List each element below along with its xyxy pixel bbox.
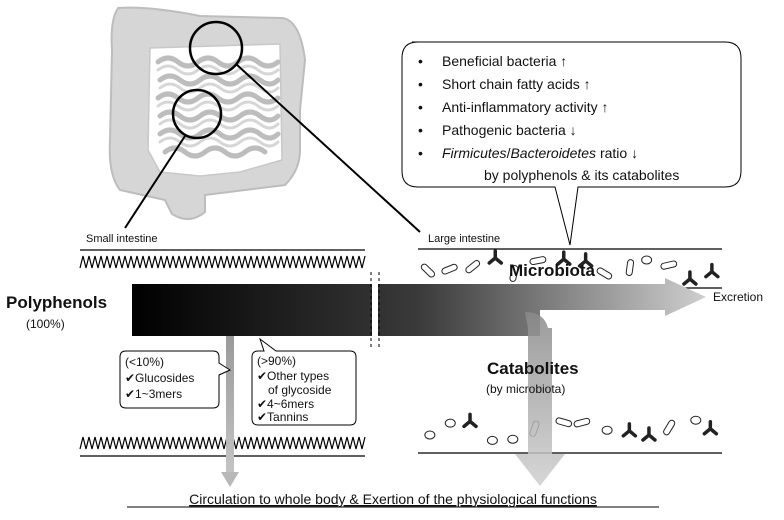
absorbed-item: ✔1~3mers <box>125 387 182 401</box>
excretion-label: Excretion <box>713 290 763 304</box>
bacterium-shape <box>509 265 519 282</box>
small-intestine-wall-top <box>79 249 366 269</box>
small-intestine-zoom-circle <box>171 88 223 140</box>
effect-item: Short chain fatty acids ↑ <box>442 76 591 92</box>
effect-item: Beneficial bacteria ↑ <box>442 53 567 69</box>
large-intestine-zoom-circle <box>188 20 244 76</box>
intestine-illustration <box>108 6 421 233</box>
bacterium-shape <box>682 270 698 286</box>
bacterium-shape <box>621 422 638 438</box>
absorbed-item: ✔Glucosides <box>125 371 194 385</box>
connector-large <box>235 63 421 233</box>
effect-ratio-item: Firmicutes/Bacteroidetes ratio ↓ <box>442 145 638 161</box>
catabolites-arrow <box>515 312 565 486</box>
bacterium-shape <box>577 252 594 268</box>
absorption-arrow <box>221 336 239 487</box>
polyphenols-percent: (100%) <box>26 317 65 331</box>
effect-bullet: • <box>418 76 423 92</box>
bacterium-shape <box>444 418 456 428</box>
effect-bullet: • <box>418 122 423 138</box>
effect-bullet: • <box>418 145 423 161</box>
bacterium-shape <box>555 417 573 428</box>
bacterium-shape <box>625 259 635 277</box>
microbiota-band-top <box>418 248 722 289</box>
bacterium-shape <box>704 262 720 279</box>
bacterium-shape <box>529 256 547 266</box>
bacterium-shape <box>596 267 613 280</box>
connector-small <box>124 135 186 229</box>
bacterium-shape <box>663 419 676 436</box>
effect-item: Pathogenic bacteria ↓ <box>442 122 577 138</box>
large-intestine-label: Large intestine <box>428 233 500 245</box>
bacterium-shape <box>601 425 613 435</box>
passed-item: of glycoside <box>268 383 332 397</box>
bacterium-shape <box>573 417 591 428</box>
passed-item: ✔Tannins <box>257 410 308 424</box>
bacterium-shape <box>641 255 653 265</box>
polyphenols-label: Polyphenols <box>6 293 107 312</box>
small-intestine-wall-bottom <box>79 436 366 457</box>
bacterium-shape <box>424 430 436 440</box>
bacterium-shape <box>690 415 702 425</box>
bacterium-shape <box>641 426 657 442</box>
passed-percent: (>90%) <box>257 354 296 368</box>
effect-by-line: by polyphenols & its catabolites <box>484 167 679 183</box>
bacterium-shape <box>702 419 719 436</box>
passed-item: ✔4~6mers <box>257 397 314 411</box>
microbiota-band-bottom <box>418 412 722 454</box>
absorbed-percent: (<10%) <box>125 355 164 369</box>
microbiota-label: Microbiota <box>509 261 595 280</box>
bacterium-shape <box>556 250 572 266</box>
effect-item: Anti-inflammatory activity ↑ <box>442 99 608 115</box>
small-intestine-label: Small intestine <box>86 233 158 245</box>
bacterium-shape <box>487 249 504 265</box>
absorbed-callout: (<10%) ✔Glucosides ✔1~3mers <box>119 350 232 409</box>
passed-item: ✔Other types <box>257 369 329 383</box>
bacterium-shape <box>486 435 498 445</box>
bacterium-shape <box>462 412 478 429</box>
footer-caption: Circulation to whole body & Exertion of … <box>189 491 597 507</box>
segment-divider <box>370 272 380 348</box>
catabolites-sublabel: (by microbiota) <box>486 382 565 396</box>
bacterium-shape <box>465 260 481 274</box>
bacterium-shape <box>441 263 458 275</box>
bacterium-shape <box>660 260 678 270</box>
effects-callout: • Beneficial bacteria ↑ • Short chain fa… <box>401 41 742 246</box>
effect-bullet: • <box>418 53 423 69</box>
catabolites-label: Catabolites <box>487 359 579 378</box>
passed-callout: (>90%) ✔Other types of glycoside ✔4~6mer… <box>251 337 357 426</box>
bacterium-shape <box>420 263 436 278</box>
effect-bullet: • <box>418 99 423 115</box>
polyphenol-flow-arrow <box>132 278 706 336</box>
bacterium-shape <box>507 434 519 444</box>
